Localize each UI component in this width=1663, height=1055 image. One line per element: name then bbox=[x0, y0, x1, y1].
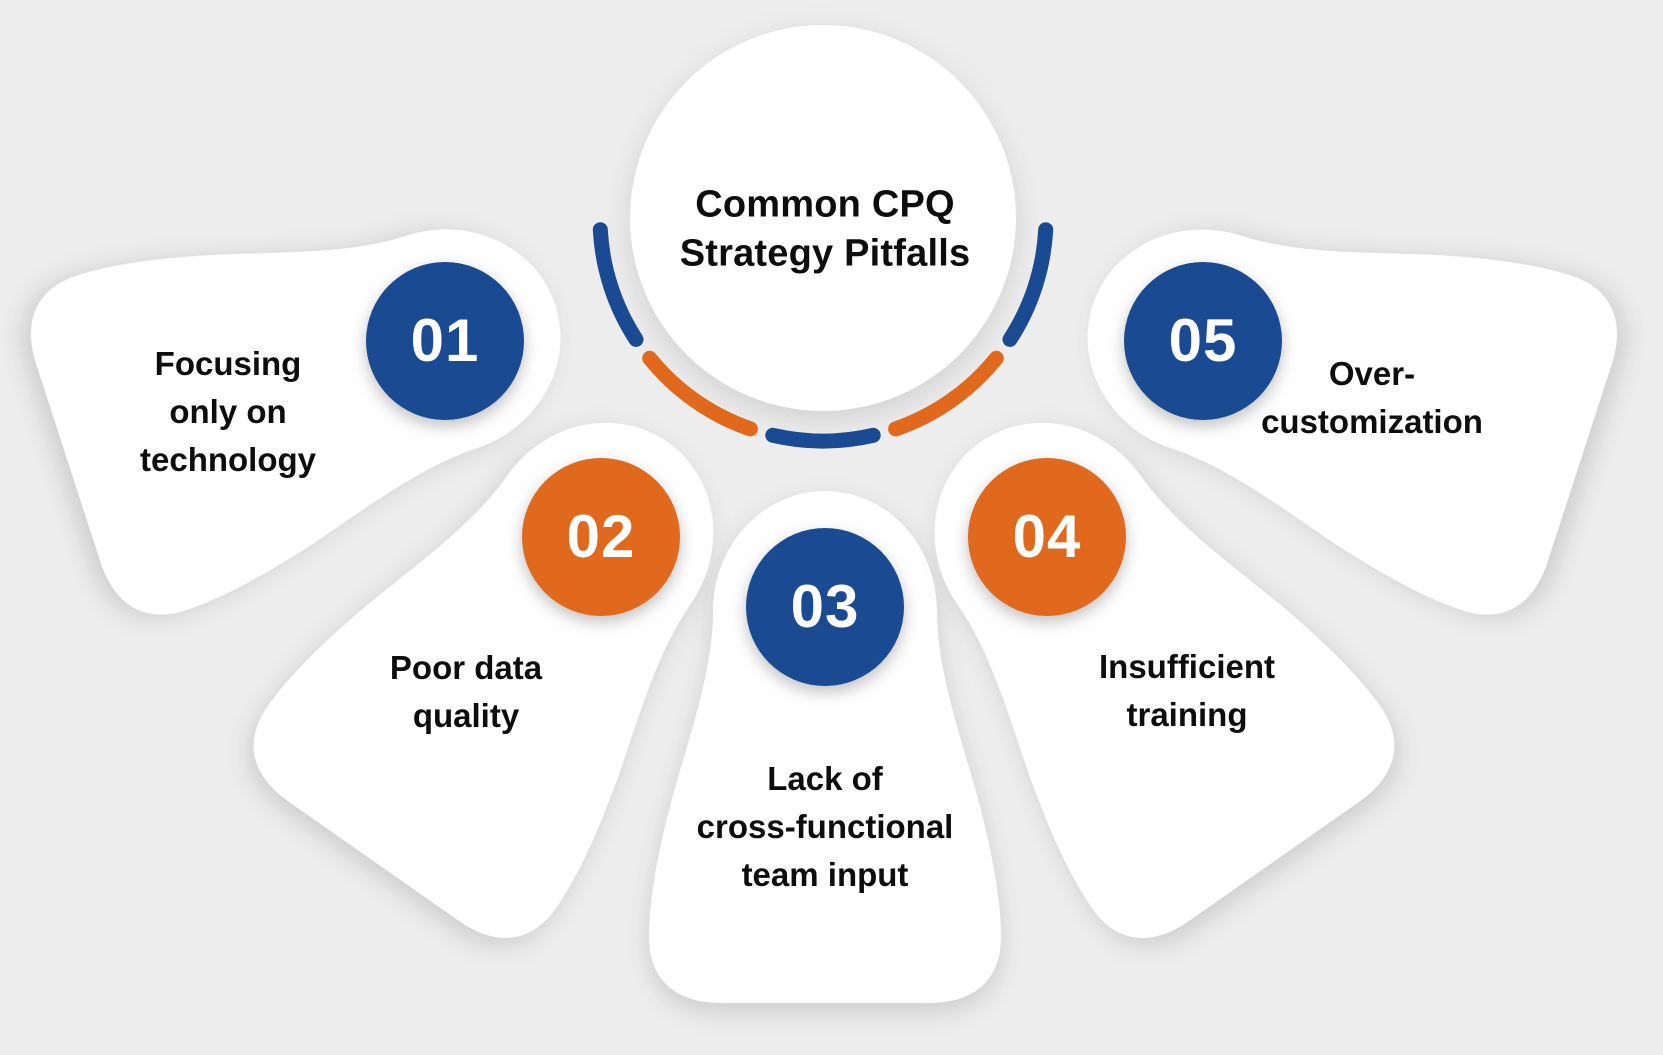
number-badge-04 bbox=[968, 458, 1126, 616]
number-badge-02 bbox=[522, 458, 680, 616]
item-label-01: Focusing only on technology bbox=[139, 345, 317, 478]
item-number-04: 04 bbox=[1012, 503, 1082, 570]
item-number-01: 01 bbox=[410, 307, 480, 374]
number-badge-01 bbox=[366, 262, 524, 420]
item-label-02: Poor data quality bbox=[389, 649, 543, 734]
diagram-title: Common CPQ Strategy Pitfalls bbox=[679, 183, 971, 274]
center-circle bbox=[630, 25, 1016, 411]
number-badge-03 bbox=[746, 528, 904, 686]
item-label-05: Over- customization bbox=[1261, 355, 1483, 440]
item-number-02: 02 bbox=[566, 503, 636, 570]
item-number-03: 03 bbox=[790, 573, 860, 640]
center-hub bbox=[630, 25, 1016, 411]
item-label-04: Insufficient training bbox=[1098, 648, 1276, 733]
dash-arc-segment-1 bbox=[592, 222, 644, 347]
item-label-03: Lack of cross-functional team input bbox=[696, 760, 954, 893]
dash-arc bbox=[592, 222, 1054, 449]
number-badge-05 bbox=[1124, 262, 1282, 420]
item-number-05: 05 bbox=[1168, 307, 1238, 374]
dash-arc-segment-4 bbox=[888, 350, 1004, 437]
dash-arc-segment-2 bbox=[642, 350, 758, 437]
dash-arc-segment-5 bbox=[1002, 222, 1054, 347]
dash-arc-segment-3 bbox=[765, 427, 881, 449]
